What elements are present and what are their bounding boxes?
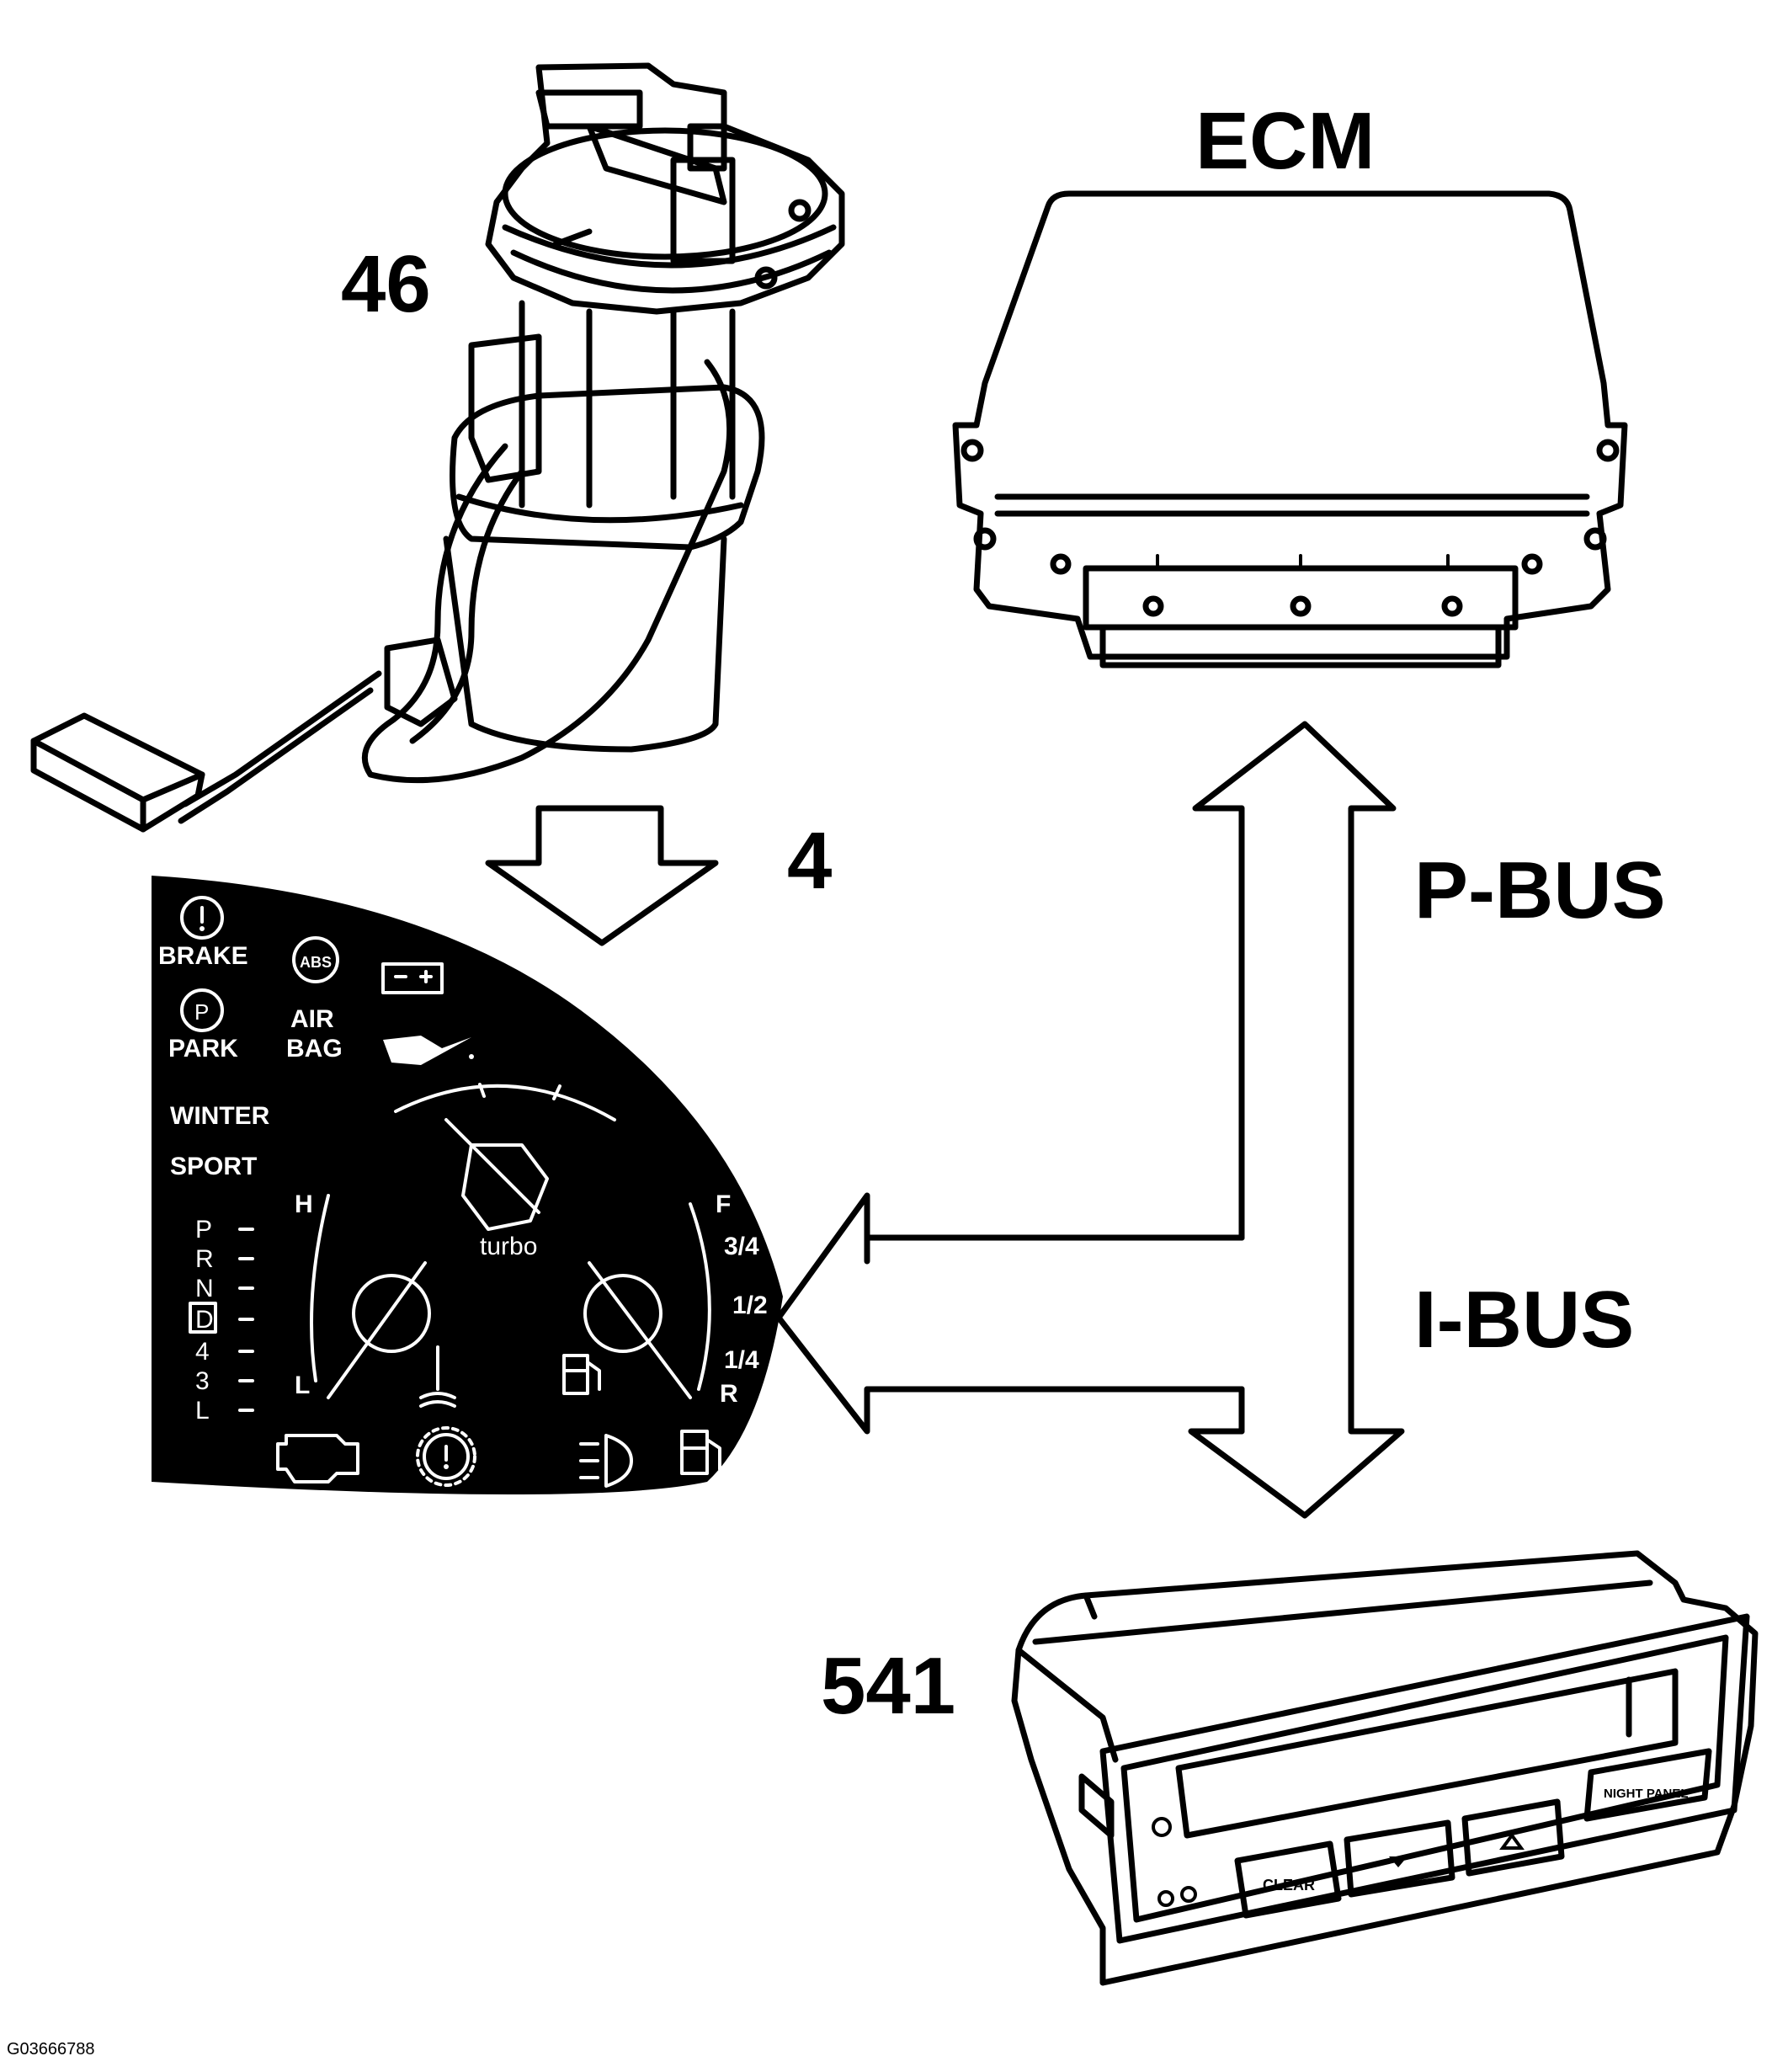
temp-high-label: H — [295, 1190, 313, 1218]
night-panel-button-label: NIGHT PANEL — [1604, 1787, 1689, 1801]
gear-3: 3 — [195, 1367, 210, 1395]
gear-n: N — [195, 1275, 214, 1302]
winter-label: WINTER — [170, 1102, 270, 1130]
low-fuel-icon — [680, 1430, 721, 1475]
clear-button-label: CLEAR — [1263, 1877, 1315, 1894]
instrument-cluster-icon: BRAKE ABS P PARK AIR BAG WINTER SPORT — [152, 876, 783, 1494]
turbo-label: turbo — [480, 1233, 537, 1260]
instrument-cluster-label: 4 — [787, 816, 832, 906]
fuel-three-quarter-label: 3/4 — [724, 1233, 759, 1260]
bag-label: BAG — [286, 1035, 343, 1063]
battery-icon — [381, 962, 444, 994]
coolant-temp-icon — [419, 1345, 456, 1408]
bus-arrow-icon — [775, 721, 1405, 1519]
i-bus-label: I-BUS — [1414, 1275, 1634, 1365]
fuel-quarter-label: 1/4 — [724, 1346, 759, 1374]
ecm-label: ECM — [1195, 96, 1375, 186]
air-label: AIR — [290, 1005, 334, 1033]
figure-id: G03666788 — [7, 2040, 95, 2059]
gear-r: R — [195, 1245, 214, 1273]
info-display-icon: CLEAR NIGHT PANEL — [1011, 1550, 1759, 1986]
fuel-pump-label: 46 — [341, 239, 431, 329]
gear-l: L — [195, 1397, 210, 1425]
fuel-reserve-label: R — [720, 1380, 738, 1408]
gear-4: 4 — [195, 1338, 210, 1366]
up-arrow-button-icon — [1499, 1832, 1525, 1850]
sport-label: SPORT — [170, 1153, 257, 1180]
gear-p: P — [195, 1216, 212, 1244]
fuel-full-label: F — [716, 1190, 731, 1218]
p-bus-label: P-BUS — [1414, 845, 1666, 935]
abs-warning-icon: ABS — [292, 936, 339, 983]
charging-warning-icon — [416, 1426, 476, 1487]
fuel-half-label: 1/2 — [732, 1292, 768, 1319]
fog-light-icon — [579, 1434, 633, 1488]
oil-pressure-icon — [383, 1036, 474, 1065]
ecm-icon — [952, 190, 1628, 668]
check-engine-icon — [276, 1434, 359, 1483]
gear-indicator: P R N D 4 3 L — [189, 1216, 254, 1425]
abs-label: ABS — [300, 954, 332, 971]
display-unit-label: 541 — [821, 1641, 955, 1731]
gear-d: D — [195, 1306, 214, 1334]
down-arrow-button-icon — [1389, 1856, 1408, 1867]
temp-low-label: L — [295, 1372, 310, 1399]
svg-text:P: P — [194, 999, 209, 1025]
fuel-level-icon — [562, 1354, 601, 1395]
park-label: PARK — [168, 1035, 238, 1063]
brake-warning-icon — [180, 896, 224, 940]
down-arrow-icon — [485, 805, 719, 946]
brake-label: BRAKE — [158, 942, 248, 970]
fuel-pump-icon — [30, 62, 845, 833]
park-brake-icon: P — [180, 988, 224, 1032]
